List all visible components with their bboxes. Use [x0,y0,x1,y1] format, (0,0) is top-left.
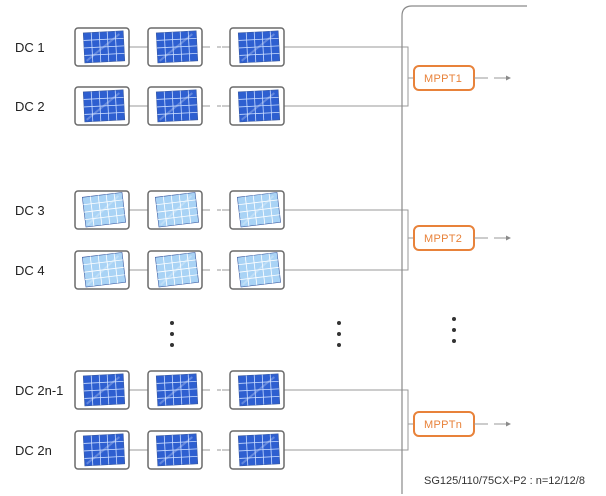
mppt-block-3: MPPTn [413,411,511,437]
solar-panel-icon [147,370,203,410]
combiner-wire [402,209,409,271]
row-label-2: DC 2 [15,99,45,114]
solar-panel-icon [147,250,203,290]
mppt-label: MPPTn [424,419,462,431]
row-label-6: DC 2n [15,443,52,458]
arrow-head [506,235,511,241]
solar-panel-icon [229,250,285,290]
solar-panel-icon [229,190,285,230]
arrow-head [506,75,511,81]
wires [129,46,414,451]
inverter-enclosure-outline [401,5,527,494]
solar-panel-icon [229,86,285,126]
solar-panel-icon [74,190,130,230]
solar-panel-icon [74,86,130,126]
solar-panel-icon [229,27,285,67]
solar-panel-icon [229,430,285,470]
row-label-3: DC 3 [15,203,45,218]
inverter-cabinet [401,5,527,494]
combiner-wire [402,46,409,107]
mppt-label: MPPT1 [424,73,462,85]
ellipsis-vertical-icon [452,317,456,343]
combiner-wire [402,389,409,451]
row-labels: DC 1 DC 2 DC 3 DC 4 DC 2n-1 DC 2n [15,40,63,458]
solar-panel-icon [229,370,285,410]
row-label-5: DC 2n-1 [15,383,63,398]
solar-panel-icon [147,86,203,126]
ellipsis-vertical-icon [337,321,341,347]
pv-strings [74,27,285,470]
mppt-block-1: MPPT1 [413,65,511,91]
row-label-4: DC 4 [15,263,45,278]
mppt-label: MPPT2 [424,233,462,245]
solar-panel-icon [74,430,130,470]
solar-panel-icon [74,370,130,410]
solar-panel-icon [147,430,203,470]
solar-panel-icon [74,250,130,290]
solar-panel-icon [147,190,203,230]
arrow-head [506,421,511,427]
continuation-dots [170,317,456,347]
solar-panel-icon [147,27,203,67]
mppt-block-2: MPPT2 [413,225,511,251]
solar-panel-icon [74,27,130,67]
row-label-1: DC 1 [15,40,45,55]
model-footnote: SG125/110/75CX-P2 : n=12/12/8 [424,475,585,487]
ellipsis-vertical-icon [170,321,174,347]
